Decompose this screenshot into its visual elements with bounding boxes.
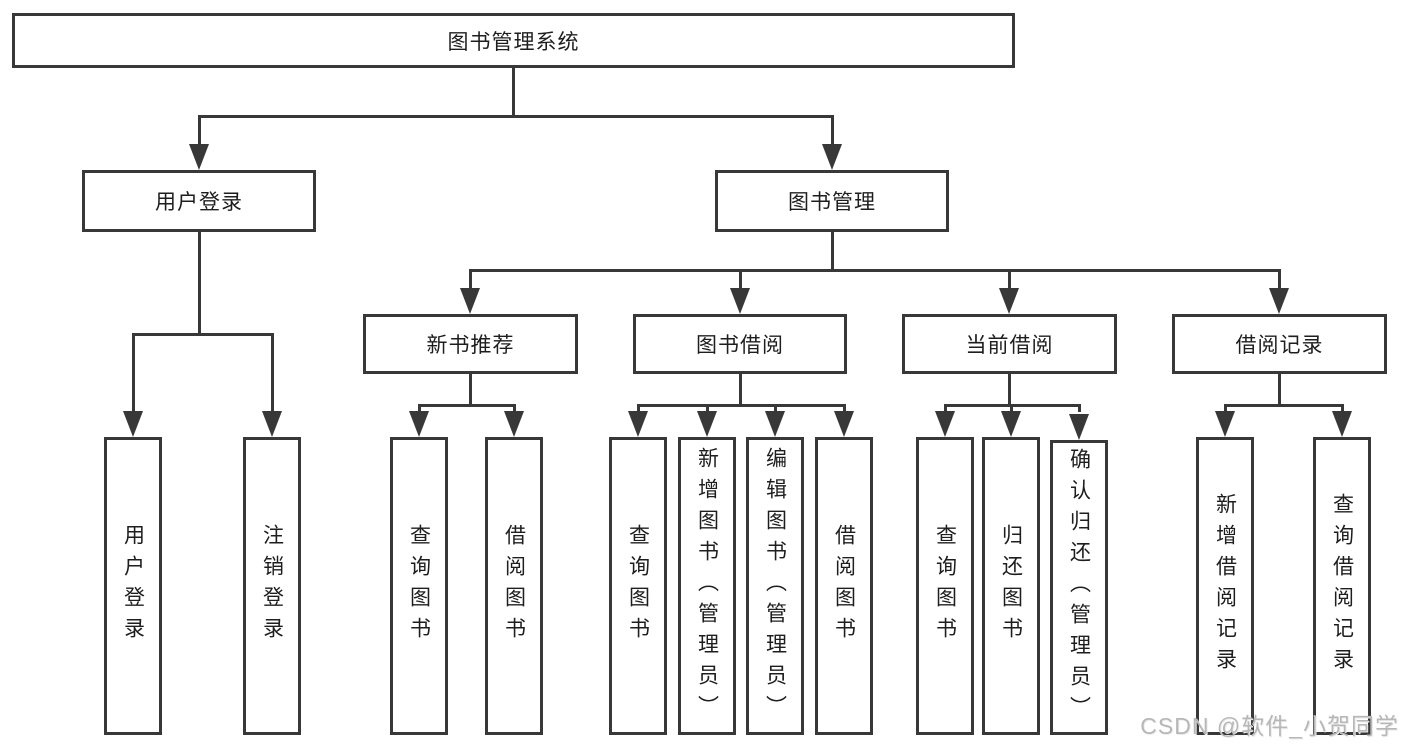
leaf-borrowing-borrow-books-label: 借阅图书 (832, 524, 856, 648)
connector-line (637, 404, 846, 407)
connector-line (271, 335, 274, 412)
leaf-add-books-admin-label: 新增图书（管理员） (695, 446, 719, 726)
connector-line (774, 406, 777, 412)
leaf-edit-books-admin-label: 编辑图书（管理员） (763, 446, 787, 726)
arrowhead-down-icon (999, 288, 1019, 314)
arrowhead-down-icon (730, 288, 750, 314)
arrowhead-down-icon (460, 288, 480, 314)
arrowhead-down-icon (834, 411, 854, 437)
connector-line (132, 335, 135, 412)
connector-line (198, 117, 201, 146)
node-user-login: 用户登录 (82, 170, 316, 232)
connector-line (739, 374, 742, 407)
connector-line (739, 271, 742, 288)
leaf-logout-label: 注销登录 (260, 524, 284, 648)
leaf-user-login-label: 用户登录 (121, 524, 145, 648)
leaf-add-borrow-record-label: 新增借阅记录 (1213, 493, 1237, 679)
node-book-management: 图书管理 (715, 170, 949, 232)
connector-line (469, 269, 1281, 272)
connector-line (1010, 406, 1013, 412)
arrowhead-down-icon (697, 411, 717, 437)
connector-line (831, 117, 834, 146)
arrowhead-down-icon (1001, 411, 1021, 437)
node-borrowing-records-label: 借阅记录 (1235, 334, 1324, 357)
arrowhead-down-icon (123, 411, 143, 437)
connector-line (1078, 406, 1081, 412)
arrowhead-down-icon (1332, 411, 1352, 437)
leaf-return-books-label: 归还图书 (999, 524, 1023, 648)
arrowhead-down-icon (1215, 411, 1235, 437)
arrowhead-down-icon (189, 144, 209, 170)
arrowhead-down-icon (262, 411, 282, 437)
connector-line (1008, 271, 1011, 288)
arrowhead-down-icon (628, 411, 648, 437)
leaf-recommend-borrow-books: 借阅图书 (485, 437, 543, 735)
leaf-query-borrow-record: 查询借阅记录 (1313, 437, 1371, 735)
connector-line (944, 404, 1081, 407)
leaf-borrowing-borrow-books: 借阅图书 (815, 437, 873, 735)
connector-line (706, 406, 709, 412)
leaf-current-query-books: 查询图书 (916, 437, 974, 735)
node-book-management-label: 图书管理 (788, 191, 876, 214)
node-current-borrowing-label: 当前借阅 (965, 334, 1054, 357)
connector-line (831, 232, 834, 272)
node-borrowing-records: 借阅记录 (1172, 314, 1387, 374)
leaf-recommend-borrow-books-label: 借阅图书 (502, 524, 526, 648)
leaf-borrowing-query-books-label: 查询图书 (626, 524, 650, 648)
connector-line (469, 271, 472, 288)
connector-line (1341, 406, 1344, 412)
arrowhead-down-icon (409, 411, 429, 437)
connector-line (198, 232, 201, 336)
connector-line (944, 406, 947, 412)
node-new-book-recommend-label: 新书推荐 (426, 334, 515, 357)
leaf-recommend-query-books: 查询图书 (390, 437, 448, 735)
leaf-current-query-books-label: 查询图书 (933, 524, 957, 648)
connector-line (637, 406, 640, 412)
connector-line (1224, 404, 1344, 407)
leaf-edit-books-admin: 编辑图书（管理员） (746, 437, 804, 735)
connector-line (512, 68, 515, 118)
arrowhead-down-icon (765, 411, 785, 437)
connector-line (198, 115, 834, 118)
leaf-confirm-return-admin: 确认归还（管理员） (1050, 440, 1108, 735)
leaf-return-books: 归还图书 (982, 437, 1040, 735)
leaf-add-borrow-record: 新增借阅记录 (1196, 437, 1254, 735)
node-new-book-recommend: 新书推荐 (363, 314, 578, 374)
leaf-confirm-return-admin-label: 确认归还（管理员） (1067, 448, 1091, 727)
leaf-query-borrow-record-label: 查询借阅记录 (1330, 493, 1354, 679)
connector-line (513, 406, 516, 412)
leaf-logout: 注销登录 (243, 437, 301, 735)
node-library-system: 图书管理系统 (12, 13, 1015, 68)
node-current-borrowing: 当前借阅 (902, 314, 1117, 374)
connector-line (1224, 406, 1227, 412)
connector-line (843, 406, 846, 412)
node-user-login-label: 用户登录 (155, 191, 243, 214)
arrowhead-down-icon (822, 144, 842, 170)
connector-line (418, 404, 516, 407)
arrowhead-down-icon (1269, 288, 1289, 314)
csdn-watermark: CSDN @软件_小贺同学 (1140, 713, 1399, 739)
node-book-borrowing: 图书借阅 (633, 314, 847, 374)
connector-line (469, 374, 472, 407)
arrowhead-down-icon (1069, 414, 1089, 440)
node-book-borrowing-label: 图书借阅 (696, 334, 784, 357)
node-library-system-label: 图书管理系统 (447, 30, 580, 54)
arrowhead-down-icon (504, 411, 524, 437)
arrowhead-down-icon (935, 411, 955, 437)
leaf-recommend-query-books-label: 查询图书 (407, 524, 431, 648)
connector-line (1008, 374, 1011, 407)
connector-line (1278, 374, 1281, 407)
connector-line (418, 406, 421, 412)
leaf-borrowing-query-books: 查询图书 (609, 437, 667, 735)
connector-line (132, 333, 274, 336)
leaf-add-books-admin: 新增图书（管理员） (678, 437, 736, 735)
connector-line (1278, 271, 1281, 288)
leaf-user-login: 用户登录 (104, 437, 162, 735)
